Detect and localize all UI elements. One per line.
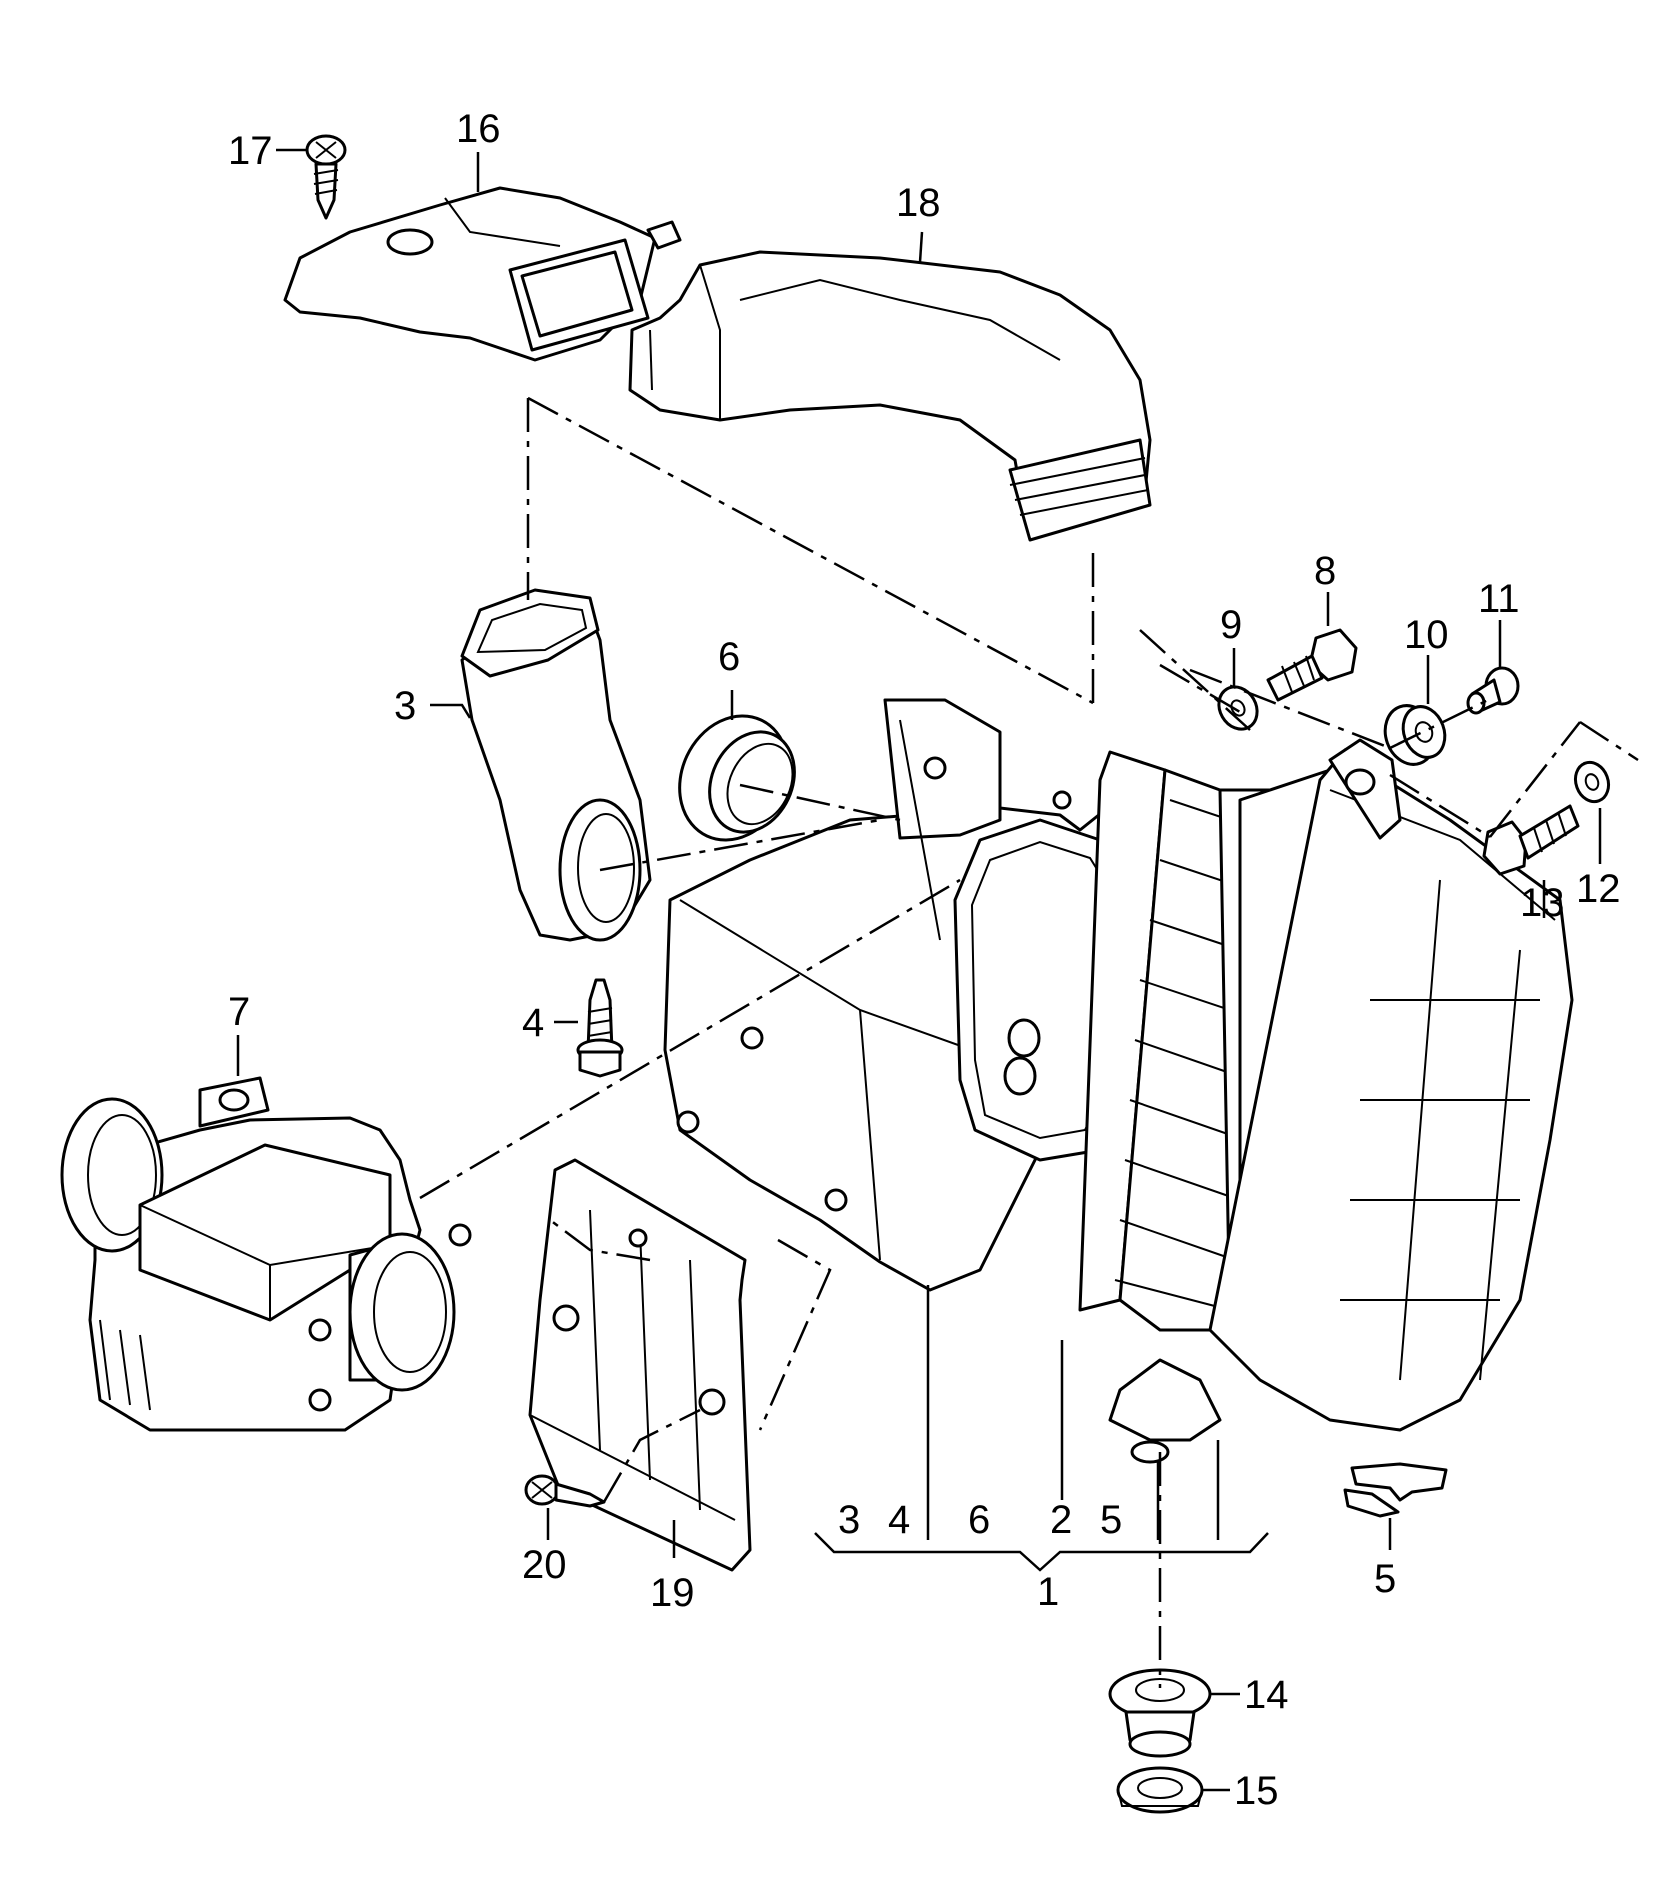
part-15-grommet — [1116, 1766, 1204, 1814]
callout-20: 20 — [522, 1543, 567, 1587]
callout-12: 12 — [1576, 867, 1621, 911]
callout-6: 6 — [718, 635, 740, 679]
callout-7: 7 — [228, 990, 250, 1034]
callout-3: 3 — [394, 684, 416, 728]
part-6-grommet — [678, 714, 796, 842]
callout-14: 14 — [1244, 1673, 1289, 1717]
part-4-screw — [576, 978, 624, 1078]
callout-18: 18 — [896, 181, 941, 225]
group1-label-5: 5 — [1100, 1498, 1122, 1542]
part-16-intake-snorkel — [283, 186, 682, 362]
part-10-grommet — [1383, 704, 1447, 766]
part-17-screw — [305, 134, 347, 220]
part-8-bolt — [1266, 628, 1358, 702]
group1-label-6: 6 — [968, 1498, 990, 1542]
callout-10: 10 — [1404, 613, 1449, 657]
group1-label-4: 4 — [888, 1498, 910, 1542]
part-7-air-mass-meter — [60, 1076, 472, 1432]
group1-label-3: 3 — [838, 1498, 860, 1542]
callout-15: 15 — [1234, 1769, 1279, 1813]
part-3-intake-boot — [460, 588, 652, 942]
part-20-screw — [524, 1474, 606, 1508]
part-13-bolt — [1482, 804, 1580, 876]
part-5-clip — [1343, 1462, 1448, 1518]
callout-16: 16 — [456, 107, 501, 151]
callout-9: 9 — [1220, 603, 1242, 647]
callout-8: 8 — [1314, 549, 1336, 593]
callout-5: 5 — [1374, 1557, 1396, 1601]
part-1-air-filter-housing — [663, 698, 1574, 1464]
part-14-rubber-mount — [1108, 1668, 1212, 1758]
part-12-washer — [1573, 760, 1611, 804]
callout-2: 2 — [1050, 1498, 1072, 1542]
callout-19: 19 — [650, 1571, 695, 1615]
part-19-heat-shield — [528, 1158, 752, 1572]
callout-4: 4 — [522, 1001, 544, 1045]
part-11-bushing — [1466, 666, 1520, 715]
callout-17: 17 — [228, 129, 273, 173]
part-9-washer — [1217, 685, 1259, 731]
assembly-lines — [419, 396, 1639, 1688]
leader-lines — [236, 148, 1602, 1792]
callout-11: 11 — [1478, 577, 1520, 621]
part-18-intake-duct — [628, 250, 1152, 542]
callout-13: 13 — [1520, 881, 1565, 925]
callout-1: 1 — [1037, 1570, 1059, 1614]
callouts: 1 2 3 4 5 6 7 8 9 10 11 12 13 14 15 16 1… — [228, 107, 1621, 1813]
